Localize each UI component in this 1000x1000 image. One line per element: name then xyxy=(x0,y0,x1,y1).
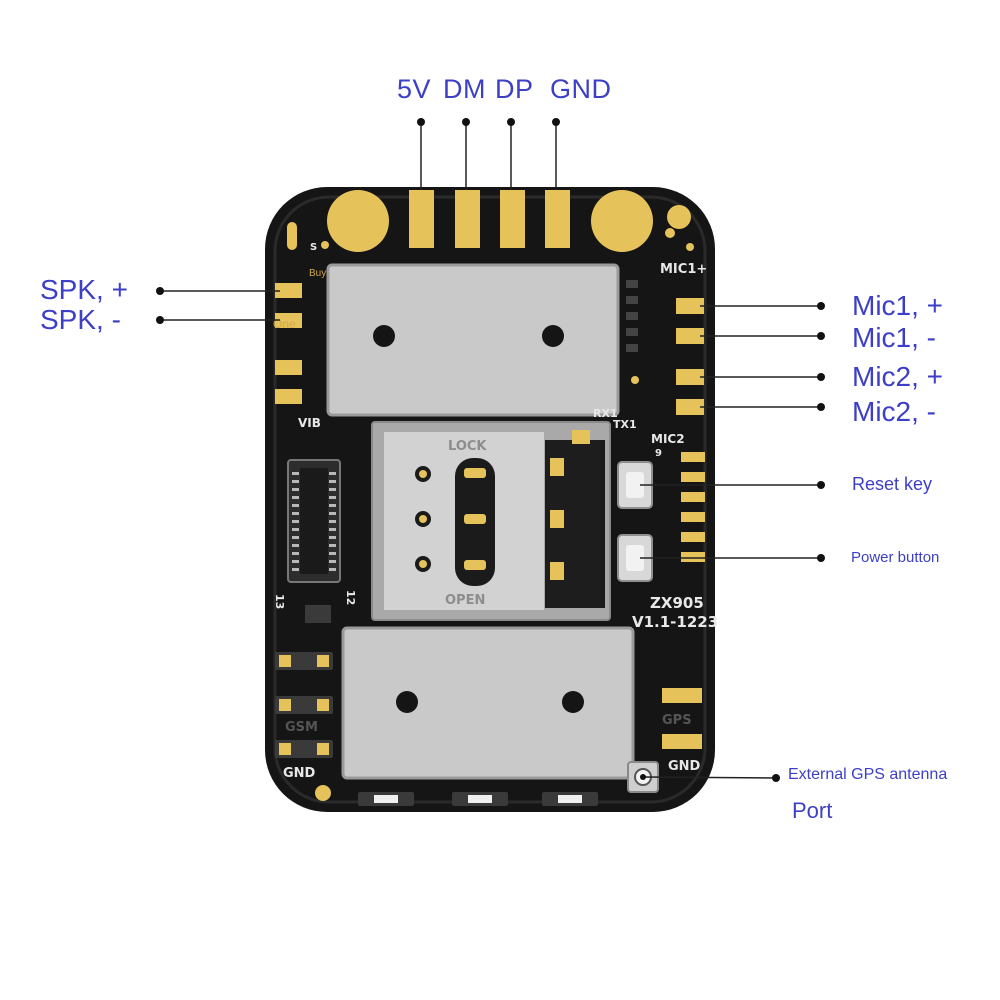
pad-mic2-minus xyxy=(676,399,704,415)
silk-mic2: MIC2 xyxy=(651,432,685,446)
silk-gnd-right: GND xyxy=(668,759,701,774)
label-dm: DM xyxy=(443,74,486,104)
pad-spk-minus xyxy=(275,313,302,328)
leader-dot-5v xyxy=(417,118,425,126)
silk-open: OPEN xyxy=(445,593,485,608)
label-dp: DP xyxy=(495,74,534,104)
silk-vib: VIB xyxy=(298,416,321,430)
pad-5v xyxy=(409,190,434,248)
pad-spk-plus xyxy=(275,283,302,298)
silk-mic1: MIC1+ xyxy=(660,262,707,277)
silk-9: 9 xyxy=(655,448,662,459)
leader-dot-reset xyxy=(817,481,825,489)
pad-mic2-plus xyxy=(676,369,704,385)
label-5v: 5V xyxy=(397,74,432,104)
leader-dot-mic2-minus xyxy=(817,403,825,411)
leader-dot-mic1-minus xyxy=(817,332,825,340)
pad-dp xyxy=(500,190,525,248)
leader-dot-dm xyxy=(462,118,470,126)
silk-rx: RX1 xyxy=(593,407,618,420)
pad-mic1-minus xyxy=(676,328,704,344)
label-mic1-plus: Mic1, + xyxy=(852,290,944,321)
silk-13: 13 xyxy=(273,594,286,609)
leader-dot-spk-minus xyxy=(156,316,164,324)
silk-buy: Buy xyxy=(309,268,326,279)
silk-lock: LOCK xyxy=(448,439,487,454)
silk-version: V1.1-1223 xyxy=(632,613,718,631)
silk-tx: TX1 xyxy=(613,418,637,431)
silk-gps: GPS xyxy=(662,713,692,728)
label-reset-key: Reset key xyxy=(852,474,933,494)
leader-dot-gnd xyxy=(552,118,560,126)
label-gps-antenna: External GPS antenna xyxy=(788,766,948,783)
pad-gps xyxy=(662,688,702,703)
label-mic2-plus: Mic2, + xyxy=(852,361,944,392)
leader-dot-dp xyxy=(507,118,515,126)
label-gnd: GND xyxy=(550,74,612,104)
pad-gnd xyxy=(545,190,570,248)
silk-gnd-left: GND xyxy=(283,766,316,781)
leader-dot-gps xyxy=(772,774,780,782)
leader-dot-power xyxy=(817,554,825,562)
mount-pad-left xyxy=(327,190,389,252)
silk-model: ZX905 xyxy=(650,594,704,612)
label-port: Port xyxy=(792,798,833,823)
silk-one: One xyxy=(273,317,296,331)
silk-s: S xyxy=(310,242,317,253)
label-mic2-minus: Mic2, - xyxy=(852,396,936,427)
pad-mic1-plus xyxy=(676,298,704,314)
rf-shield-top xyxy=(326,263,620,417)
silk-gsm: GSM xyxy=(285,720,318,735)
silk-12: 12 xyxy=(344,590,357,605)
leader-dot-spk-plus xyxy=(156,287,164,295)
rf-shield-bottom xyxy=(341,626,635,780)
leader-dot-mic1-plus xyxy=(817,302,825,310)
mount-pad-right xyxy=(591,190,653,252)
label-mic1-minus: Mic1, - xyxy=(852,322,936,353)
leader-dot-mic2-plus xyxy=(817,373,825,381)
label-spk-minus: SPK, - xyxy=(40,304,121,335)
label-power-button: Power button xyxy=(851,549,940,566)
pad-dm xyxy=(455,190,480,248)
label-spk-plus: SPK, + xyxy=(40,274,128,305)
